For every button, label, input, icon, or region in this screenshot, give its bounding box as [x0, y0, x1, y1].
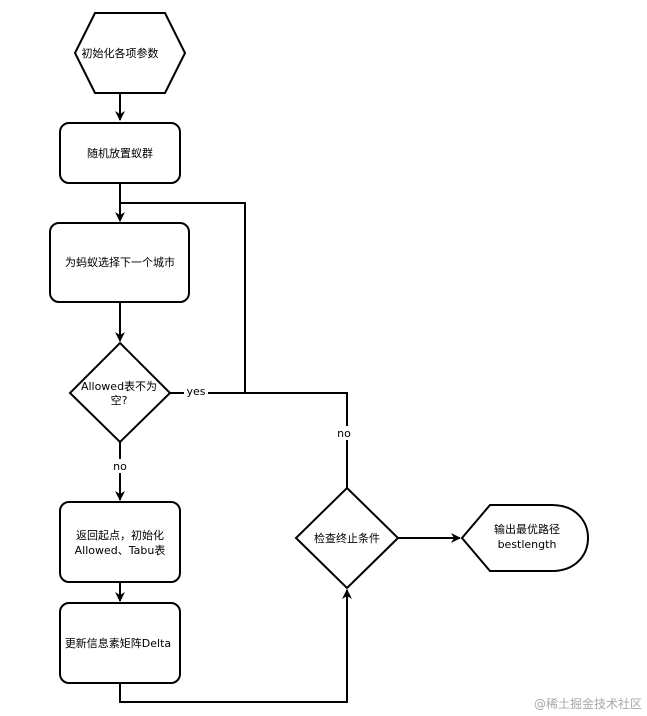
place-label: 随机放置蚁群: [87, 146, 153, 160]
select-label: 为蚂蚁选择下一个城市: [65, 255, 175, 269]
decision-allowed-diamond-shape: [68, 341, 172, 444]
place-box-shape: [59, 122, 181, 184]
edge-check-no-loop: [245, 392, 348, 488]
decision-allowed-line2: 空?: [111, 393, 128, 407]
edge-label-no-check: no: [337, 427, 351, 440]
decision-allowed-line1: Allowed表不为: [81, 379, 157, 393]
output-line1: 输出最优路径: [494, 522, 560, 536]
return-line1: 返回起点，初始化: [76, 528, 164, 542]
edge-label-no-allowed: no: [113, 460, 127, 473]
update-label: 更新信息素矩阵Delta: [65, 636, 171, 650]
node-update: 更新信息素矩阵Delta: [59, 602, 181, 684]
no-allowed-label-bg: [111, 459, 129, 473]
node-place: 随机放置蚁群: [59, 122, 181, 184]
check-label: 检查终止条件: [314, 531, 380, 545]
init-hexagon-shape: [73, 12, 187, 94]
output-display-shape: [460, 504, 589, 572]
init-label: 初始化各项参数: [82, 46, 159, 60]
select-box-shape: [49, 222, 190, 303]
node-init: 初始化各项参数: [73, 12, 187, 94]
node-decision-allowed: Allowed表不为 空?: [68, 341, 172, 444]
watermark: @稀土掘金技术社区: [534, 696, 642, 711]
return-box-shape: [59, 501, 181, 583]
node-check: 检查终止条件: [294, 486, 400, 590]
output-line2: bestlength: [498, 538, 557, 551]
node-return: 返回起点，初始化 Allowed、Tabu表: [59, 501, 181, 583]
check-diamond-shape: [294, 486, 400, 590]
edge-update-to-check: [119, 589, 352, 703]
yes-label-bg: [184, 384, 208, 398]
no-check-label-bg: [335, 426, 353, 440]
return-line2: Allowed、Tabu表: [75, 543, 166, 557]
edge-label-yes: yes: [186, 385, 205, 398]
node-output: 输出最优路径 bestlength: [460, 504, 589, 572]
update-box-shape: [59, 602, 181, 684]
node-select: 为蚂蚁选择下一个城市: [49, 222, 190, 303]
